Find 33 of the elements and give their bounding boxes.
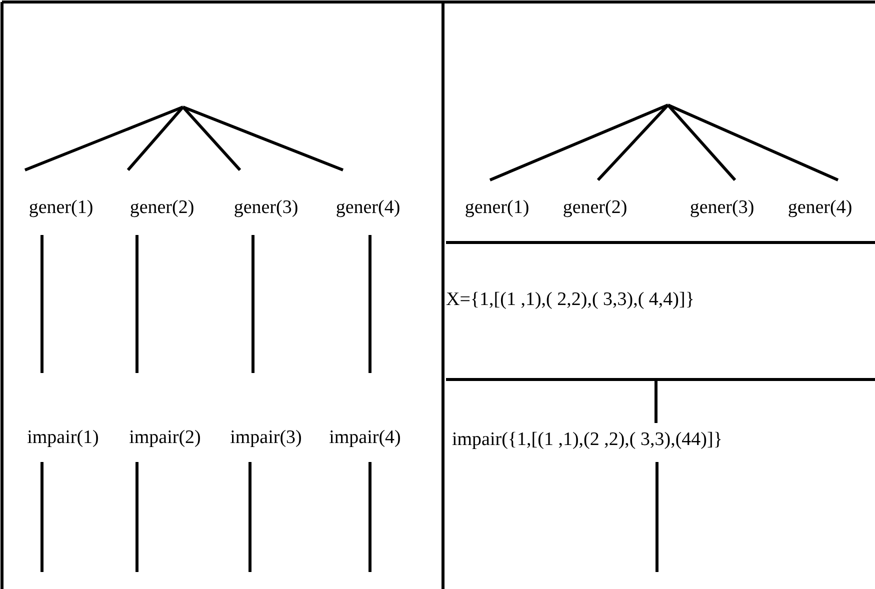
- term-label: impair(4): [329, 426, 401, 450]
- connector-line: [136, 235, 138, 373]
- connector-line: [182, 106, 242, 171]
- term-label: impair({1,[(1 ,1),(2 ,2),( 3,3),(44)]}: [452, 428, 722, 452]
- term-label: gener(1): [464, 196, 530, 220]
- connector-line: [368, 235, 372, 373]
- term-label: impair(1): [27, 426, 99, 450]
- connector-line: [182, 106, 344, 172]
- connector-line: [489, 104, 669, 182]
- term-label: gener(1): [28, 196, 94, 220]
- term-label: gener(2): [130, 196, 194, 220]
- ruled-band: [446, 241, 875, 381]
- connector-line: [40, 462, 44, 572]
- connector-line: [596, 104, 670, 182]
- connector-line: [667, 104, 839, 182]
- connector-line: [248, 462, 252, 572]
- connector-line: [24, 106, 184, 172]
- connector-line: [368, 462, 372, 572]
- connector-line: [40, 235, 44, 373]
- connector-line: [654, 381, 658, 423]
- term-label: impair(3): [230, 426, 302, 450]
- connector-line: [666, 104, 736, 181]
- connector-line: [126, 106, 184, 171]
- term-label: gener(3): [690, 196, 754, 220]
- connector-line: [252, 235, 254, 373]
- term-label: gener(3): [234, 196, 298, 220]
- term-label: impair(2): [129, 426, 201, 450]
- connector-line: [136, 462, 138, 572]
- term-label: X={1,[(1 ,1),( 2,2),( 3,3),( 4,4)]}: [446, 288, 694, 312]
- connector-line: [656, 462, 658, 572]
- term-label: gener(4): [336, 196, 400, 220]
- term-label: gener(4): [788, 196, 852, 220]
- term-label: gener(2): [562, 196, 628, 220]
